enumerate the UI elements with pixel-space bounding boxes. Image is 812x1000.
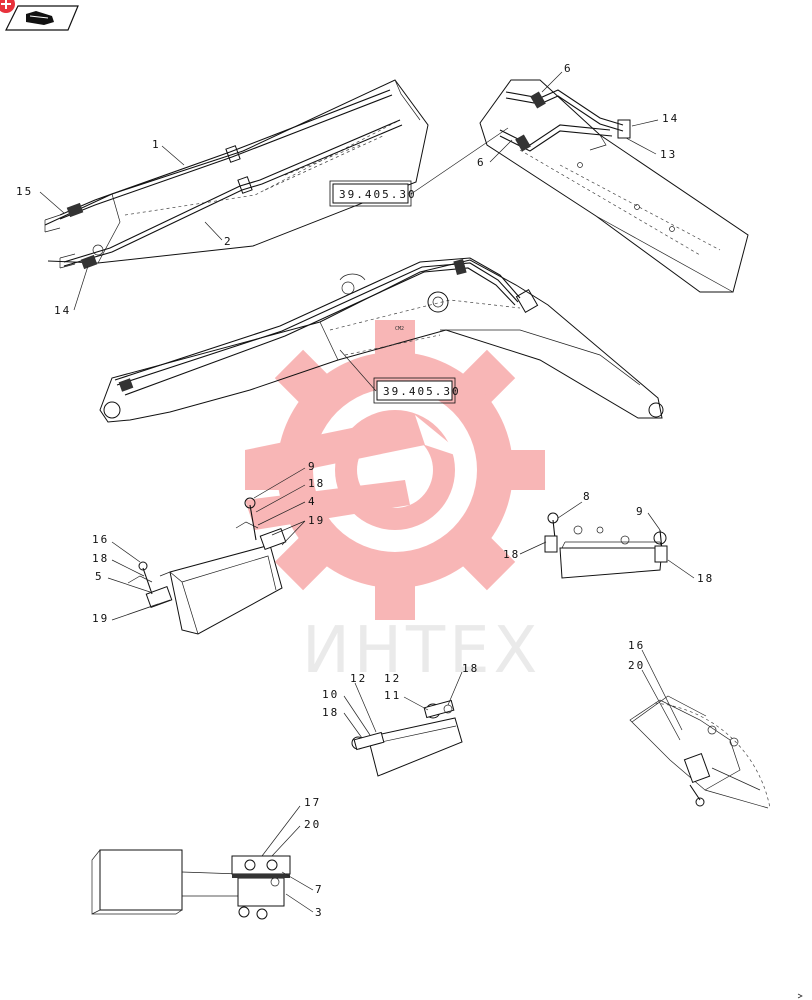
callout-19-left-top: 19 [308, 514, 325, 527]
svg-text:CM2: CM2 [395, 326, 404, 332]
arm-callouts: 1 2 15 14 [16, 138, 233, 317]
boom-nose-callouts: 6 6 14 13 [477, 62, 679, 169]
clamp-right-callouts: 8 18 9 18 [503, 490, 714, 585]
callout-6-top: 6 [564, 62, 573, 75]
clamp-detail-left [127, 497, 287, 635]
callout-16-detail: 16 [628, 639, 645, 652]
callout-12-center-left: 12 [350, 672, 367, 685]
callout-18-center-left: 18 [322, 706, 339, 719]
clamp-center-callouts: 12 10 18 12 11 18 [322, 662, 479, 739]
reference-label-middle: 39.405.30 [383, 385, 461, 398]
callout-11: 11 [384, 689, 401, 702]
callout-7: 7 [315, 883, 324, 896]
callout-19-left-bottom: 19 [92, 612, 109, 625]
callout-4: 4 [308, 495, 317, 508]
bracket-callouts: 17 20 7 3 [261, 796, 324, 919]
boom-detail: CM2 [99, 257, 664, 423]
clamp-left-callouts: 9 18 4 19 16 18 5 19 [92, 460, 325, 625]
callout-18-right: 18 [697, 572, 714, 585]
callout-2: 2 [224, 235, 233, 248]
watermark-logo: ИНТЕХ [245, 320, 545, 688]
callout-18-left-top: 18 [308, 477, 325, 490]
boom-nose-detail [479, 79, 749, 293]
bracket-detail [91, 849, 291, 920]
reference-label-top: 39.405.30 [339, 188, 417, 201]
callout-3: 3 [315, 906, 324, 919]
arm-detail [44, 79, 429, 270]
callout-12-center-right: 12 [384, 672, 401, 685]
callout-17: 17 [304, 796, 321, 809]
callout-10: 10 [322, 688, 339, 701]
header [0, 0, 79, 31]
reference-box-middle[interactable]: 39.405.30 [339, 349, 461, 404]
callout-20-detail: 20 [628, 659, 645, 672]
callout-8: 8 [583, 490, 592, 503]
reference-box-top[interactable]: 39.405.30 [329, 127, 509, 207]
callout-9-right: 9 [636, 505, 645, 518]
circle-detail-callouts: 16 20 [628, 639, 683, 741]
callout-14: 14 [54, 304, 71, 317]
callout-18-center-right: 18 [462, 662, 479, 675]
clamp-detail-right [544, 512, 668, 579]
callout-16-left: 16 [92, 533, 109, 546]
gear-wrench-icon [245, 320, 545, 620]
callout-13: 13 [660, 148, 677, 161]
watermark-text: ИНТЕХ [302, 614, 541, 688]
circle-detail [629, 695, 771, 809]
callout-5: 5 [95, 570, 104, 583]
callout-14-nose: 14 [662, 112, 679, 125]
callout-9-left: 9 [308, 460, 317, 473]
callout-6-bottom: 6 [477, 156, 486, 169]
plus-icon[interactable] [0, 0, 15, 13]
clamp-detail-center [351, 699, 463, 777]
callout-20-bracket: 20 [304, 818, 321, 831]
callout-15: 15 [16, 185, 33, 198]
book-hand-icon[interactable] [5, 5, 79, 31]
callout-18-left-bottom: 18 [92, 552, 109, 565]
callout-18-right-left: 18 [503, 548, 520, 561]
callout-1: 1 [152, 138, 161, 151]
